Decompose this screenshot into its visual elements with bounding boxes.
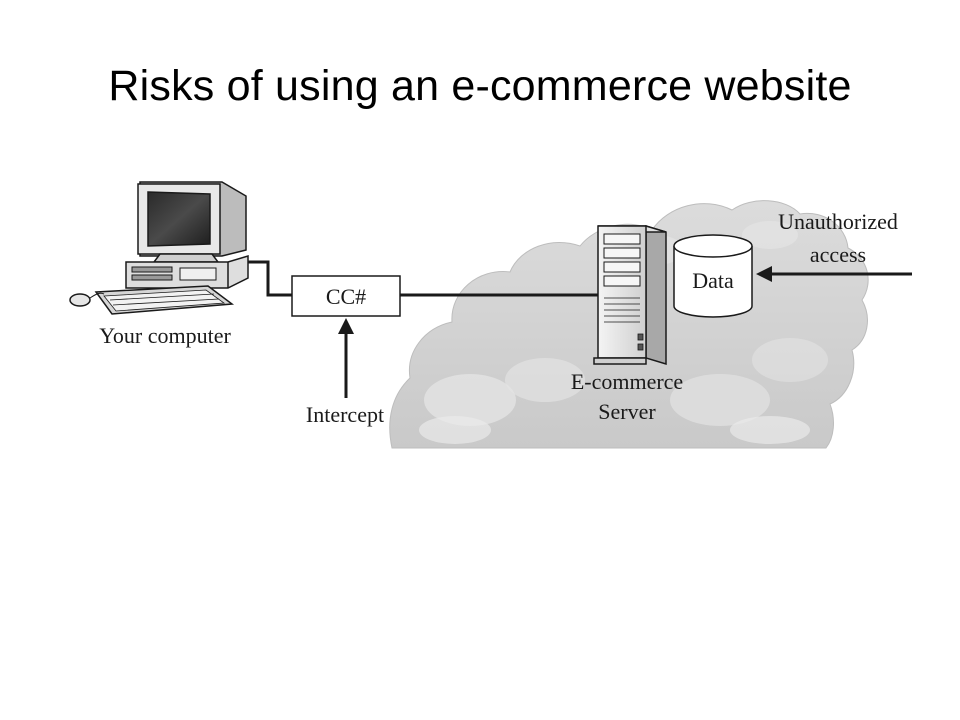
computer-icon bbox=[69, 181, 249, 315]
intercept-arrow-icon bbox=[338, 318, 354, 398]
unauthorized-label-line2: access bbox=[810, 242, 866, 267]
server-label-line2: Server bbox=[598, 399, 656, 424]
database-icon bbox=[673, 234, 753, 318]
database-label: Data bbox=[692, 268, 734, 293]
computer-label: Your computer bbox=[99, 323, 231, 348]
server-label-line1: E-commerce bbox=[571, 369, 683, 394]
unauthorized-access-arrow-icon bbox=[756, 266, 912, 282]
intercept-label: Intercept bbox=[306, 402, 384, 427]
packet-label: CC# bbox=[326, 284, 366, 309]
credit-card-packet bbox=[291, 275, 401, 317]
network-connection bbox=[248, 260, 600, 297]
server-icon bbox=[593, 224, 667, 366]
unauthorized-label-line1: Unauthorized bbox=[778, 209, 898, 234]
slide-title: Risks of using an e-commerce website bbox=[108, 62, 852, 110]
